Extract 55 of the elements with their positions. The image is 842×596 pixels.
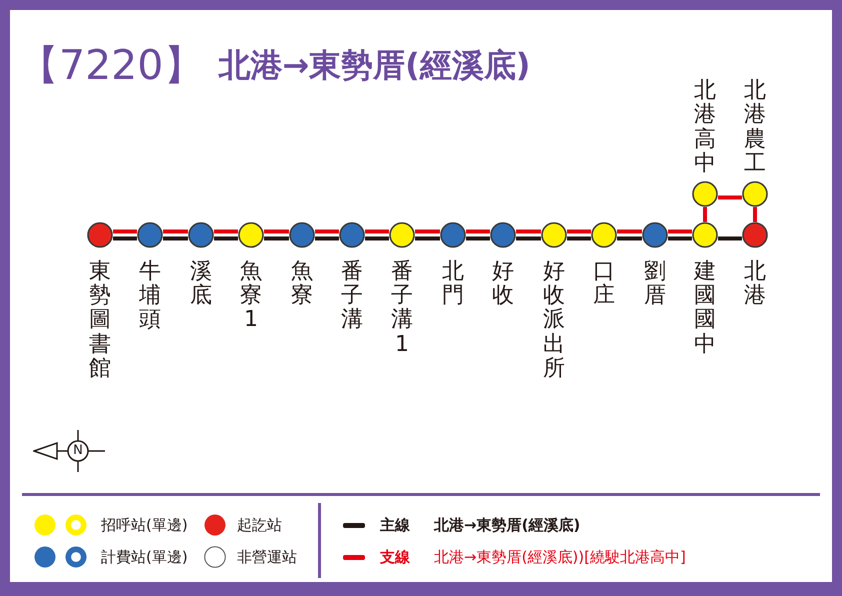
- route-line: [668, 236, 692, 240]
- route-title: 北港→東勢厝(經溪底): [218, 45, 530, 86]
- route-line: [753, 207, 757, 222]
- station-label: 好收派出所: [543, 260, 565, 381]
- route-line: [365, 230, 389, 234]
- route-line: [163, 230, 188, 234]
- legend-label: 招呼站(單邊): [101, 515, 188, 535]
- route-line: [214, 236, 238, 240]
- route-line: [214, 230, 238, 234]
- legend-description: 北港→東勢厝(經溪底))[繞駛北港高中]: [434, 547, 686, 567]
- legend-label: 支線: [380, 547, 410, 567]
- legend-description: 北港→東勢厝(經溪底): [434, 515, 580, 535]
- station-label: 北門: [442, 260, 464, 308]
- route-line: [415, 236, 440, 240]
- route-line: [113, 236, 137, 240]
- station-label: 北港: [744, 260, 766, 308]
- station-label: 魚寮: [291, 260, 313, 308]
- station-label: 北港農工: [744, 79, 766, 176]
- station-label: 劉厝: [644, 260, 666, 308]
- route-line: [617, 230, 642, 234]
- route-line: [365, 236, 389, 240]
- route-line: [415, 230, 440, 234]
- route-line: [516, 236, 541, 240]
- route-line: [567, 230, 591, 234]
- legend-label: 非營運站: [237, 547, 297, 567]
- station-label: 北港高中: [694, 79, 716, 176]
- station-label: 口庄: [593, 260, 615, 308]
- route-line: [466, 230, 490, 234]
- legend-label: 計費站(單邊): [101, 547, 188, 567]
- route-line: [718, 236, 742, 240]
- route-line: [264, 236, 289, 240]
- route-line: [703, 207, 707, 222]
- route-line: [567, 236, 591, 240]
- station-label: 牛埔頭: [139, 260, 161, 333]
- station-label: 番子溝: [341, 260, 363, 333]
- route-line: [718, 196, 742, 200]
- legend-label: 主線: [380, 515, 410, 535]
- station-label: 建國國中: [694, 260, 716, 357]
- route-line: [315, 230, 339, 234]
- route-line: [163, 236, 188, 240]
- station-label: 魚寮1: [240, 260, 262, 333]
- station-label: 番子溝1: [391, 260, 413, 357]
- route-number-title: 【7220】: [18, 40, 204, 91]
- station-label: 東勢圖書館: [89, 260, 111, 381]
- route-line: [466, 236, 490, 240]
- route-line: [516, 230, 541, 234]
- station-label: 溪底: [190, 260, 212, 308]
- route-line: [264, 230, 289, 234]
- route-line: [113, 230, 137, 234]
- station-label: 好收: [492, 260, 514, 308]
- route-line: [668, 230, 692, 234]
- legend-label: 起訖站: [237, 515, 282, 535]
- north-label: N: [72, 442, 84, 460]
- route-line: [315, 236, 339, 240]
- route-line: [617, 236, 642, 240]
